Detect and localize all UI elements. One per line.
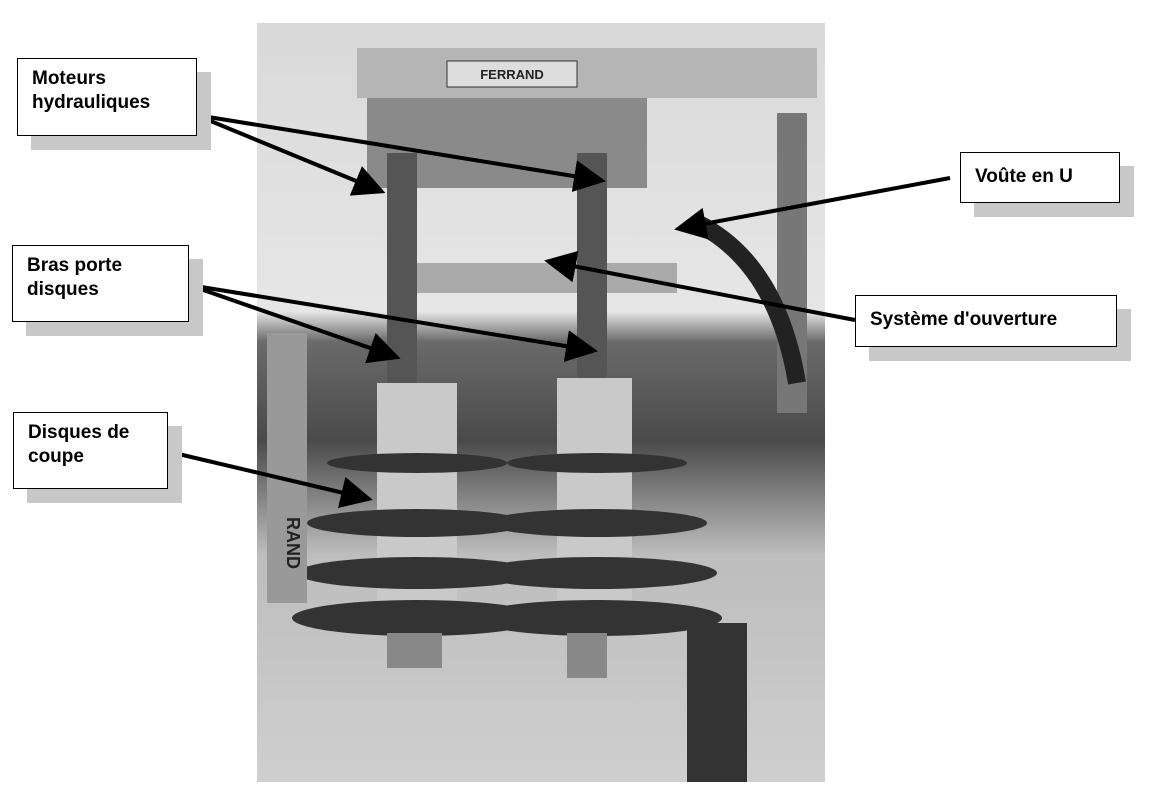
wheel	[687, 623, 747, 782]
arrow-disques	[169, 450, 373, 509]
label-moteurs-hydrauliques: Moteurs hydrauliques	[17, 58, 197, 136]
arrow-moteur-right	[195, 113, 606, 192]
label-disques-de-coupe: Disques de coupe	[13, 412, 168, 489]
brand-plate	[446, 60, 578, 88]
left-skid	[387, 633, 442, 668]
right-skid	[567, 633, 607, 678]
arrow-moteur-left	[195, 113, 386, 196]
arrow-bras-left	[188, 283, 401, 364]
hose	[692, 214, 806, 385]
cutting-discs	[292, 453, 722, 636]
panel-text: RAND	[283, 517, 303, 569]
left-disc-column	[377, 383, 457, 633]
label-systeme-ouverture: Système d'ouverture	[855, 295, 1117, 347]
arrow-voute	[674, 176, 951, 240]
arrow-bras-right	[188, 283, 598, 362]
label-bras-porte-disques: Bras porte disques	[12, 245, 189, 322]
side-panel	[267, 333, 307, 603]
frame-beam	[357, 48, 817, 98]
right-disc-column	[557, 378, 632, 633]
label-voute-en-u: Voûte en U	[960, 152, 1120, 203]
brand-logo-text: FERRAND	[480, 67, 544, 82]
arrow-systeme	[544, 250, 856, 322]
